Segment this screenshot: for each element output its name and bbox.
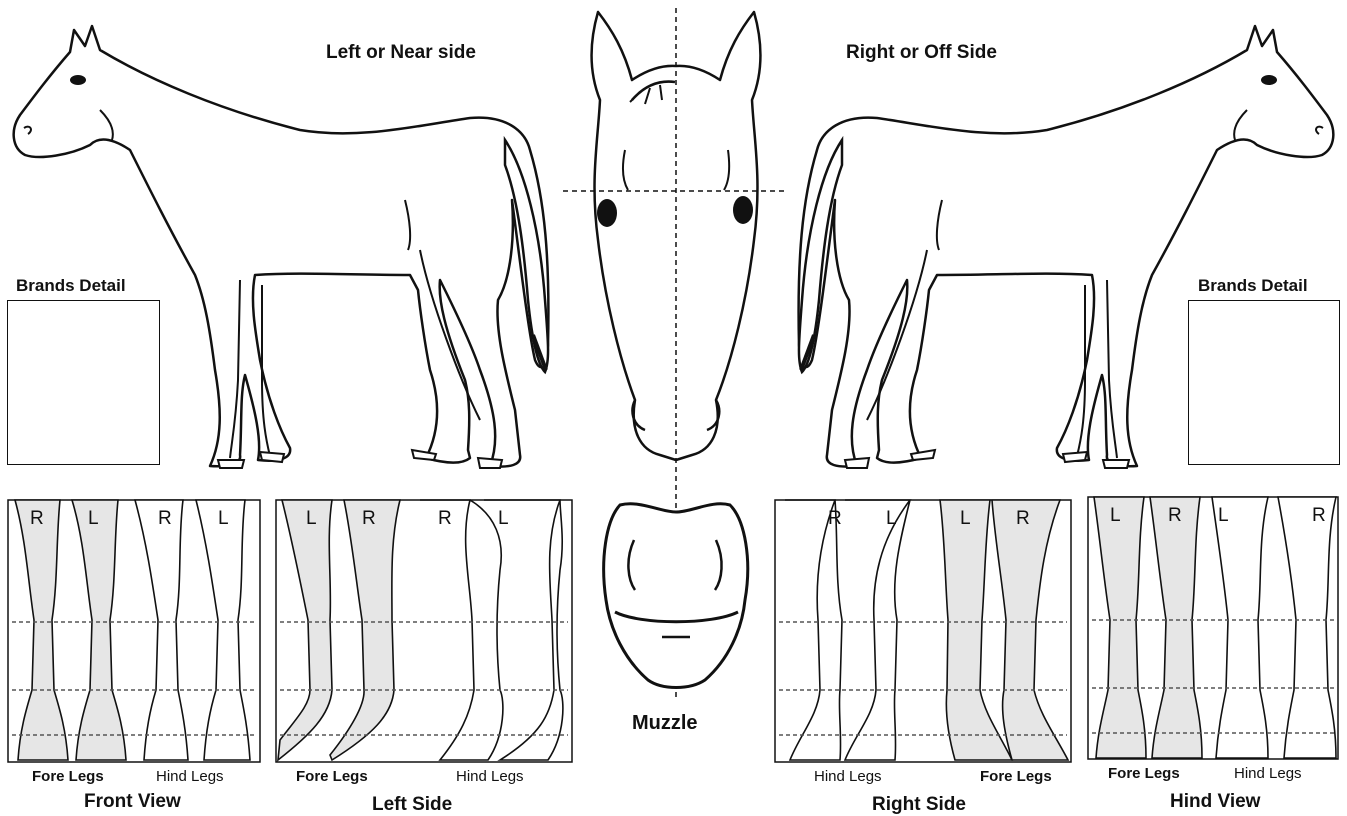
brands-detail-right-box[interactable]: [1188, 300, 1340, 465]
brands-detail-left-box[interactable]: [7, 300, 160, 465]
leg-letter: R: [30, 508, 44, 530]
front-fore-legs-label: Fore Legs: [32, 768, 104, 785]
muzzle-label: Muzzle: [632, 712, 698, 735]
right-side-title: Right Side: [872, 794, 966, 816]
front-view-title: Front View: [84, 791, 181, 813]
brands-detail-right-label: Brands Detail: [1198, 276, 1308, 296]
brands-detail-left-label: Brands Detail: [16, 276, 126, 296]
left-hind-legs-label: Hind Legs: [456, 768, 524, 785]
leg-letter: L: [960, 508, 971, 530]
hind-fore-legs-label: Fore Legs: [1108, 765, 1180, 782]
right-hind-legs-label: Hind Legs: [814, 768, 882, 785]
leg-letter: L: [306, 508, 317, 530]
leg-letter: R: [1168, 505, 1182, 527]
leg-letter: L: [1218, 505, 1229, 527]
leg-letter: L: [1110, 505, 1121, 527]
leg-letter: R: [362, 508, 376, 530]
leg-letter: R: [438, 508, 452, 530]
leg-letter: R: [828, 508, 842, 530]
right-side-heading: Right or Off Side: [846, 42, 997, 64]
hind-view-title: Hind View: [1170, 791, 1260, 813]
hind-hind-legs-label: Hind Legs: [1234, 765, 1302, 782]
front-hind-legs-label: Hind Legs: [156, 768, 224, 785]
right-fore-legs-label: Fore Legs: [980, 768, 1052, 785]
left-side-title: Left Side: [372, 794, 452, 816]
left-fore-legs-label: Fore Legs: [296, 768, 368, 785]
leg-letter: R: [158, 508, 172, 530]
leg-letter: R: [1016, 508, 1030, 530]
leg-letter: L: [886, 508, 897, 530]
left-side-heading: Left or Near side: [326, 42, 476, 64]
leg-letter: L: [88, 508, 99, 530]
leg-letter: L: [498, 508, 509, 530]
muzzle-drawing: [604, 504, 748, 688]
leg-letter: R: [1312, 505, 1326, 527]
leg-letter: L: [218, 508, 229, 530]
